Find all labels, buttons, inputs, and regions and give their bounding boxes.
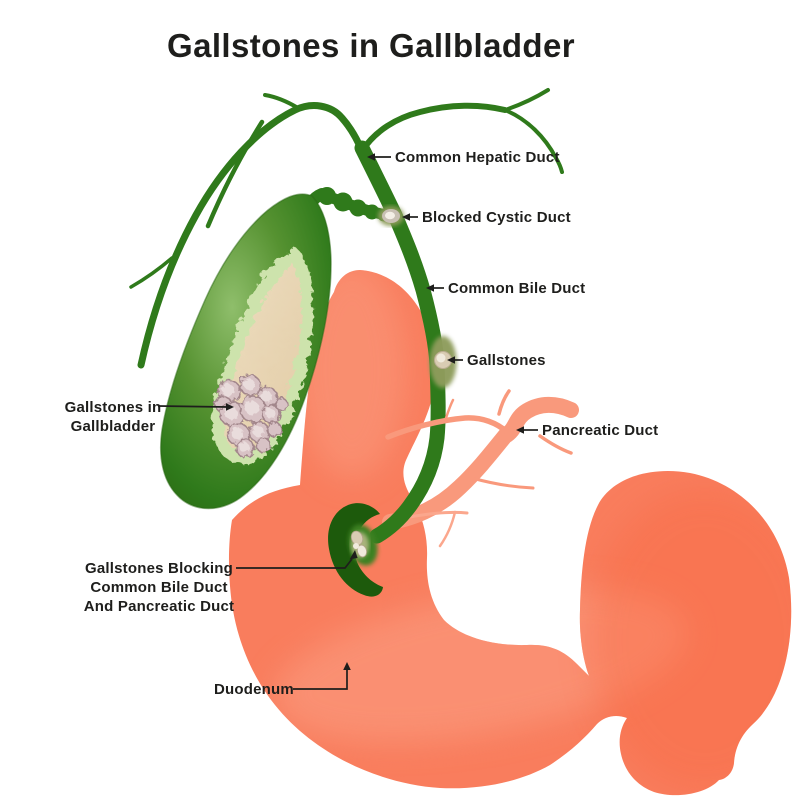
ampulla-stone-highlight (353, 543, 359, 549)
hepatic-branch-thin (129, 256, 174, 289)
right-hepatic-fork-up (503, 88, 550, 112)
pancreatic-duct-small-twig (444, 398, 455, 420)
arrowhead (402, 213, 410, 221)
gallstone-highlight (244, 400, 258, 414)
gallstone-cluster (213, 373, 287, 457)
arrowhead (367, 153, 375, 161)
arrowhead (226, 403, 234, 411)
pancreatic-duct-main (382, 396, 579, 530)
pancreatic-duct-upper-branch (385, 415, 510, 440)
pancreatic-duct-twig-down (470, 476, 535, 490)
label-common-bile-duct-text: Common Bile Duct (448, 280, 585, 297)
gallstone (273, 396, 287, 410)
ampulla-stone (356, 544, 368, 558)
label-gallstones-blocking-line3: And Pancreatic Duct (84, 598, 235, 615)
label-arrow (293, 668, 348, 690)
cystic-lump (349, 199, 367, 217)
label-arrow (157, 405, 228, 408)
hepatic-branch-tip (263, 93, 300, 110)
gallstone (254, 436, 270, 452)
ampulla-hook-shape (328, 503, 383, 597)
gallstone (265, 420, 281, 436)
cystic-duct-stone (378, 206, 404, 226)
ampulla-blockage (328, 503, 383, 597)
gallstone-highlight (238, 441, 248, 451)
arrowhead (343, 662, 351, 670)
pancreatic-duct-twig-right (538, 434, 573, 455)
left-hepatic-duct-shape (137, 102, 366, 369)
bile-duct-stone-bulge (429, 336, 457, 388)
pancreatic-duct-lower-fork (438, 510, 457, 548)
label-duodenum (293, 662, 351, 690)
gallbladder (159, 193, 332, 510)
label-gallstones-blocking-line1: Gallstones Blocking (85, 560, 233, 577)
cystic-stone-core (385, 211, 395, 220)
label-gallstones-in-gallbladder-line2: Gallbladder (71, 418, 156, 435)
label-pancreatic-duct-text: Pancreatic Duct (542, 422, 658, 439)
arrowhead (426, 284, 434, 292)
labels (157, 153, 538, 690)
right-hepatic-duct-shape (359, 102, 508, 154)
stomach-duodenum (228, 270, 792, 796)
label-arrow (236, 558, 353, 569)
gallstone-highlight (230, 426, 242, 438)
label-blocked-cystic-duct-text: Blocked Cystic Duct (422, 209, 571, 226)
label-common-hepatic-duct (367, 153, 391, 161)
label-gallstones-blocking-line2: Common Bile Duct (90, 579, 227, 596)
gallstone-highlight (264, 407, 274, 417)
label-gallstones-text: Gallstones (467, 352, 546, 369)
bile-duct-stone-highlight (436, 353, 446, 363)
arrowhead (349, 550, 358, 560)
label-texts: Common Hepatic Duct Blocked Cystic Duct … (65, 27, 659, 698)
label-gallstones-blocking (236, 550, 358, 569)
gallstone-highlight (251, 424, 263, 436)
page-title: Gallstones in Gallbladder (167, 27, 575, 64)
cystic-lump (333, 192, 353, 212)
gallstone-highlight (242, 377, 254, 389)
label-common-hepatic-duct-text: Common Hepatic Duct (395, 149, 560, 166)
arrowhead (516, 426, 524, 434)
gallstone-highlight (221, 383, 233, 395)
pancreatic-duct-front-branch (385, 398, 510, 440)
gallstone-highlight (259, 389, 271, 401)
cystic-lump (318, 187, 336, 205)
label-blocked-cystic-duct (402, 213, 418, 221)
label-duodenum-text: Duodenum (214, 681, 294, 698)
label-gallstones-in-gallbladder-line1: Gallstones in (65, 399, 162, 416)
label-gallstones (447, 356, 463, 364)
right-hepatic-fork-down (503, 108, 564, 174)
pancreatic-duct-twig-up (497, 389, 511, 416)
label-gallstones-in-gallbladder (157, 403, 234, 411)
arrowhead (447, 356, 455, 364)
duodenum-highlight (272, 587, 688, 743)
ampulla-stone (350, 530, 364, 546)
cystic-lump (364, 204, 380, 220)
label-common-bile-duct (426, 284, 444, 292)
label-pancreatic-duct (516, 426, 538, 434)
hepatic-branch-mid (205, 119, 265, 229)
